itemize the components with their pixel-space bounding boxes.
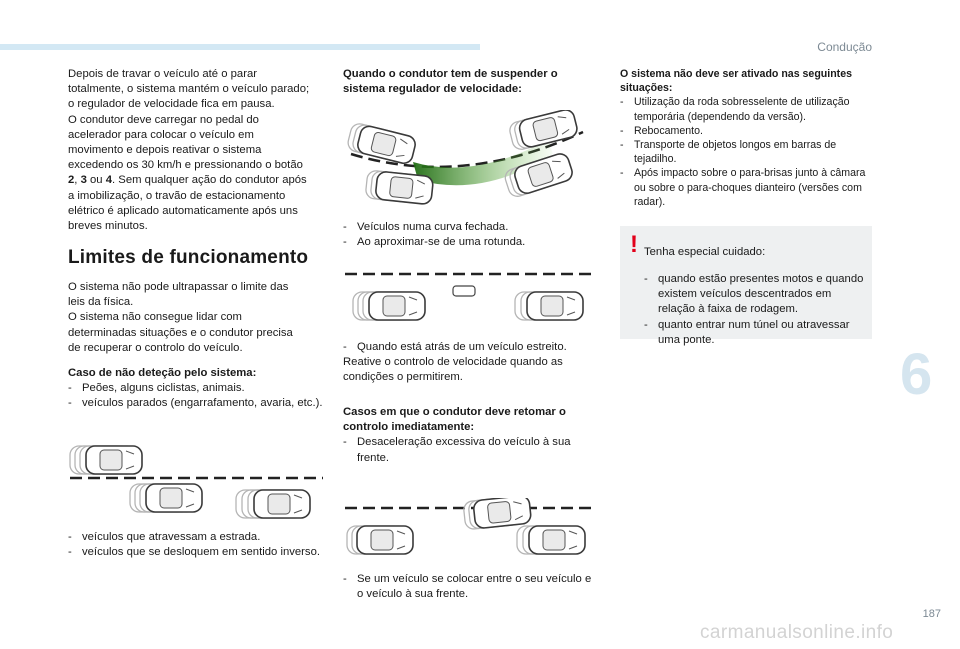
suspend-section: Quando o condutor tem de suspender o sis… xyxy=(343,67,595,97)
limits-line: O sistema não consegue lidar com xyxy=(68,311,242,324)
section-heading: Limites de funcionamento xyxy=(68,247,309,268)
non-detection-section: Caso de não deteção pelo sistema: -Peões… xyxy=(68,366,324,412)
intro-line: 2, 3 ou 4. Sem qualquer ação do condutor… xyxy=(68,174,307,187)
suspend-title: Quando o condutor tem de suspender o sis… xyxy=(343,68,558,96)
illustration-cut-in xyxy=(345,498,593,555)
intro-text: Depois de travar o veículo até o parar t… xyxy=(68,67,330,234)
list-item: -Peões, alguns ciclistas, animais. xyxy=(68,382,245,395)
cut-in-section: -Se um veículo se colocar entre o seu ve… xyxy=(343,572,595,602)
intro-line: totalmente, o sistema mantém o veículo p… xyxy=(68,83,310,96)
illustration-narrow-vehicle xyxy=(345,272,593,321)
warning-text: Tenha especial cuidado: -quando estão pr… xyxy=(644,234,868,348)
motorcycle-icon xyxy=(452,285,476,297)
list-item: -veículos que atravessam a estrada. xyxy=(68,531,261,543)
reactivate-text: Reative o controlo de velocidade quando … xyxy=(343,356,563,384)
intro-line: O condutor deve carregar no pedal do xyxy=(68,113,259,126)
section-title: Condução xyxy=(817,40,872,54)
list-item: -quanto entrar num túnel ou atravessar u… xyxy=(644,318,850,347)
list-item: -quando estão presentes motos e quando e… xyxy=(644,272,864,316)
list-item: -Utilização da roda sobresselente de uti… xyxy=(620,96,850,123)
list-item: -Desaceleração excessiva do veículo à su… xyxy=(343,436,571,464)
chapter-number: 6 xyxy=(900,342,933,407)
illustration-sharp-curve xyxy=(345,110,584,206)
list-item: -veículos que se desloquem em sentido in… xyxy=(68,546,320,559)
crossing-section: -veículos que atravessam a estrada. -veí… xyxy=(68,530,324,560)
intro-line: o regulador de velocidade fica em pausa. xyxy=(68,98,275,111)
list-item: -Após impacto sobre o para-brisas junto … xyxy=(620,167,866,208)
not-activate-section: O sistema não deve ser ativado nas segui… xyxy=(620,67,874,209)
list-item: -Transporte de objetos longos em barras … xyxy=(620,139,837,166)
retake-section: Casos em que o condutor deve retomar o c… xyxy=(343,405,595,466)
retake-title: Casos em que o condutor deve retomar o c… xyxy=(343,406,566,434)
limits-line: determinadas situações e o condutor prec… xyxy=(68,326,293,339)
list-item: -veículos parados (engarrafamento, avari… xyxy=(68,397,323,410)
limits-line: leis da física. xyxy=(68,296,134,309)
list-item: -Ao aproximar-se de uma rotunda. xyxy=(343,236,526,249)
warning-icon: ! xyxy=(630,231,638,258)
warning-intro: Tenha especial cuidado: xyxy=(644,246,766,259)
intro-line: breves minutos. xyxy=(68,220,148,233)
limits-line: de recuperar o controlo do veículo. xyxy=(68,341,243,354)
watermark: carmanualsonline.info xyxy=(700,622,894,643)
illustration-stopped-vehicles xyxy=(69,445,323,519)
narrow-section: -Quando está atrás de um veículo estreit… xyxy=(343,340,595,386)
not-activate-title: O sistema não deve ser ativado nas segui… xyxy=(620,68,852,95)
intro-line: acelerador para colocar o veículo em xyxy=(68,128,254,141)
page-number: 187 xyxy=(922,608,941,620)
list-item: -Quando está atrás de um veículo estreit… xyxy=(343,341,567,353)
list-item: -Rebocamento. xyxy=(620,124,703,137)
limits-section: Limites de funcionamento O sistema não p… xyxy=(68,246,330,356)
intro-line: movimento e depois reativar o sistema xyxy=(68,144,262,157)
top-accent-bar xyxy=(0,44,480,50)
intro-line: Depois de travar o veículo até o parar xyxy=(68,68,258,80)
curve-list: -Veículos numa curva fechada. -Ao aproxi… xyxy=(343,220,595,250)
intro-line: elétrico é aplicado automaticamente após… xyxy=(68,204,298,217)
warning-note: ! Tenha especial cuidado: -quando estão … xyxy=(620,226,872,346)
list-item: -Se um veículo se colocar entre o seu ve… xyxy=(343,573,592,601)
non-detection-title: Caso de não deteção pelo sistema: xyxy=(68,367,257,379)
list-item: -Veículos numa curva fechada. xyxy=(343,221,509,233)
intro-line: excedendo os 30 km/h e pressionando o bo… xyxy=(68,159,303,172)
intro-line: a imobilização, o travão de estacionamen… xyxy=(68,189,286,202)
limits-line: O sistema não pode ultrapassar o limite … xyxy=(68,281,289,293)
